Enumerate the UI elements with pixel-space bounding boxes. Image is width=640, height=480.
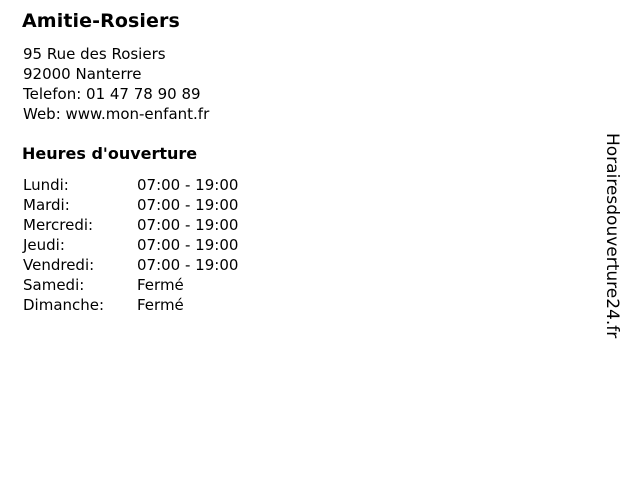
table-row: Lundi: 07:00 - 19:00 <box>23 175 238 195</box>
day-label-monday: Lundi: <box>23 176 69 194</box>
address-street: 95 Rue des Rosiers <box>23 45 166 63</box>
day-hours-sunday: Fermé <box>137 296 184 314</box>
table-row: Vendredi: 07:00 - 19:00 <box>23 255 238 275</box>
day-hours-tuesday: 07:00 - 19:00 <box>137 196 239 214</box>
day-label-thursday: Jeudi: <box>23 236 65 254</box>
business-name-title: Amitie-Rosiers <box>22 10 180 32</box>
table-row: Dimanche: Fermé <box>23 295 238 315</box>
opening-hours-table: Lundi: 07:00 - 19:00 Mardi: 07:00 - 19:0… <box>23 175 238 315</box>
table-row: Jeudi: 07:00 - 19:00 <box>23 235 238 255</box>
contact-website: Web: www.mon-enfant.fr <box>23 105 210 123</box>
address-block: 95 Rue des Rosiers 92000 Nanterre Telefo… <box>23 44 209 124</box>
day-label-friday: Vendredi: <box>23 256 95 274</box>
opening-hours-heading: Heures d'ouverture <box>22 144 198 163</box>
day-hours-monday: 07:00 - 19:00 <box>137 176 239 194</box>
day-label-sunday: Dimanche: <box>23 296 105 314</box>
day-label-saturday: Samedi: <box>23 276 85 294</box>
day-label-wednesday: Mercredi: <box>23 216 94 234</box>
source-watermark: Horairesdouverture24.fr <box>602 133 622 339</box>
table-row: Samedi: Fermé <box>23 275 238 295</box>
table-row: Mercredi: 07:00 - 19:00 <box>23 215 238 235</box>
table-row: Mardi: 07:00 - 19:00 <box>23 195 238 215</box>
day-hours-saturday: Fermé <box>137 276 184 294</box>
address-city: 92000 Nanterre <box>23 65 142 83</box>
day-hours-friday: 07:00 - 19:00 <box>137 256 239 274</box>
day-hours-thursday: 07:00 - 19:00 <box>137 236 239 254</box>
contact-phone: Telefon: 01 47 78 90 89 <box>23 85 201 103</box>
day-label-tuesday: Mardi: <box>23 196 70 214</box>
day-hours-wednesday: 07:00 - 19:00 <box>137 216 239 234</box>
